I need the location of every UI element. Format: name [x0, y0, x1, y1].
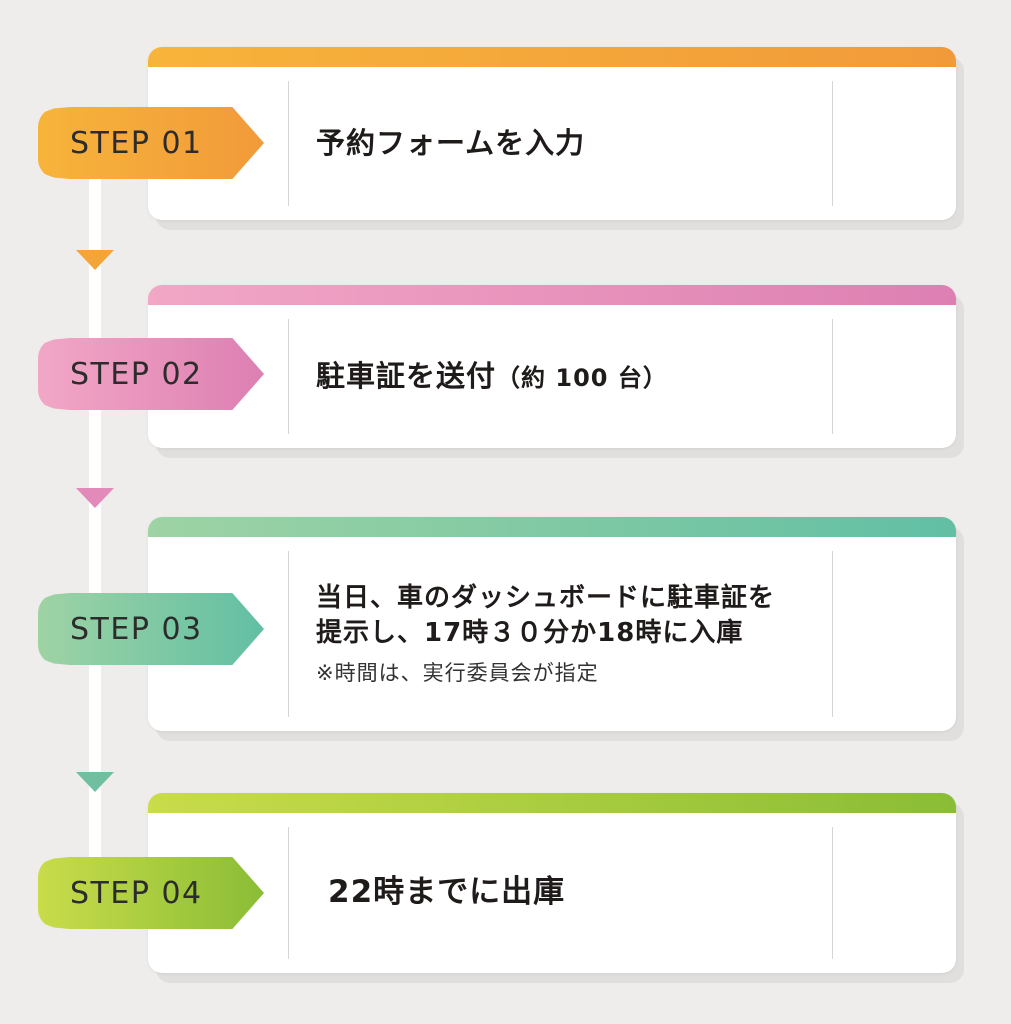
- divider: [288, 81, 289, 206]
- step-2-title: 駐車証を送付: [316, 358, 497, 393]
- step-card-3-header-bar: [148, 517, 956, 537]
- step-2-title-row: 駐車証を送付（約 100 台）: [316, 357, 816, 396]
- step-card-4: 22時までに出庫: [148, 793, 956, 973]
- divider: [832, 319, 833, 434]
- step-3-note: ※時間は、実行委員会が指定: [316, 661, 599, 686]
- divider: [288, 319, 289, 434]
- step-2-badge: STEP 02: [38, 338, 264, 410]
- step-card-1-header-bar: [148, 47, 956, 67]
- step-2-badge-label: STEP 02: [70, 356, 203, 392]
- step-1-badge: STEP 01: [38, 107, 264, 179]
- step-2-title-suffix: （約 100 台）: [496, 363, 668, 392]
- step-card-2: 駐車証を送付（約 100 台）: [148, 285, 956, 448]
- step-4-badge: STEP 04: [38, 857, 264, 929]
- step-1-badge-label: STEP 01: [70, 125, 203, 161]
- divider: [288, 827, 289, 959]
- step-1-title: 予約フォームを入力: [316, 125, 586, 160]
- step-3-badge: STEP 03: [38, 593, 264, 665]
- step-4-badge-label: STEP 04: [70, 875, 203, 911]
- divider: [832, 827, 833, 959]
- divider: [832, 81, 833, 206]
- divider: [288, 551, 289, 717]
- step-3-title-line-1: 当日、車のダッシュボードに駐車証を: [316, 582, 776, 613]
- step-card-2-header-bar: [148, 285, 956, 305]
- step-card-1: 予約フォームを入力: [148, 47, 956, 220]
- step-card-4-header-bar: [148, 793, 956, 813]
- step-card-3: 当日、車のダッシュボードに駐車証を 提示し、17時３０分か18時に入庫 ※時間は…: [148, 517, 956, 731]
- step-connector-arrow-1: [76, 250, 114, 270]
- step-3-badge-label: STEP 03: [70, 611, 203, 647]
- divider: [832, 551, 833, 717]
- timeline-line: [89, 150, 101, 900]
- step-4-title: 22時までに出庫: [328, 874, 566, 911]
- step-connector-arrow-3: [76, 772, 114, 792]
- step-connector-arrow-2: [76, 488, 114, 508]
- step-3-title-line-2: 提示し、17時３０分か18時に入庫: [316, 618, 744, 648]
